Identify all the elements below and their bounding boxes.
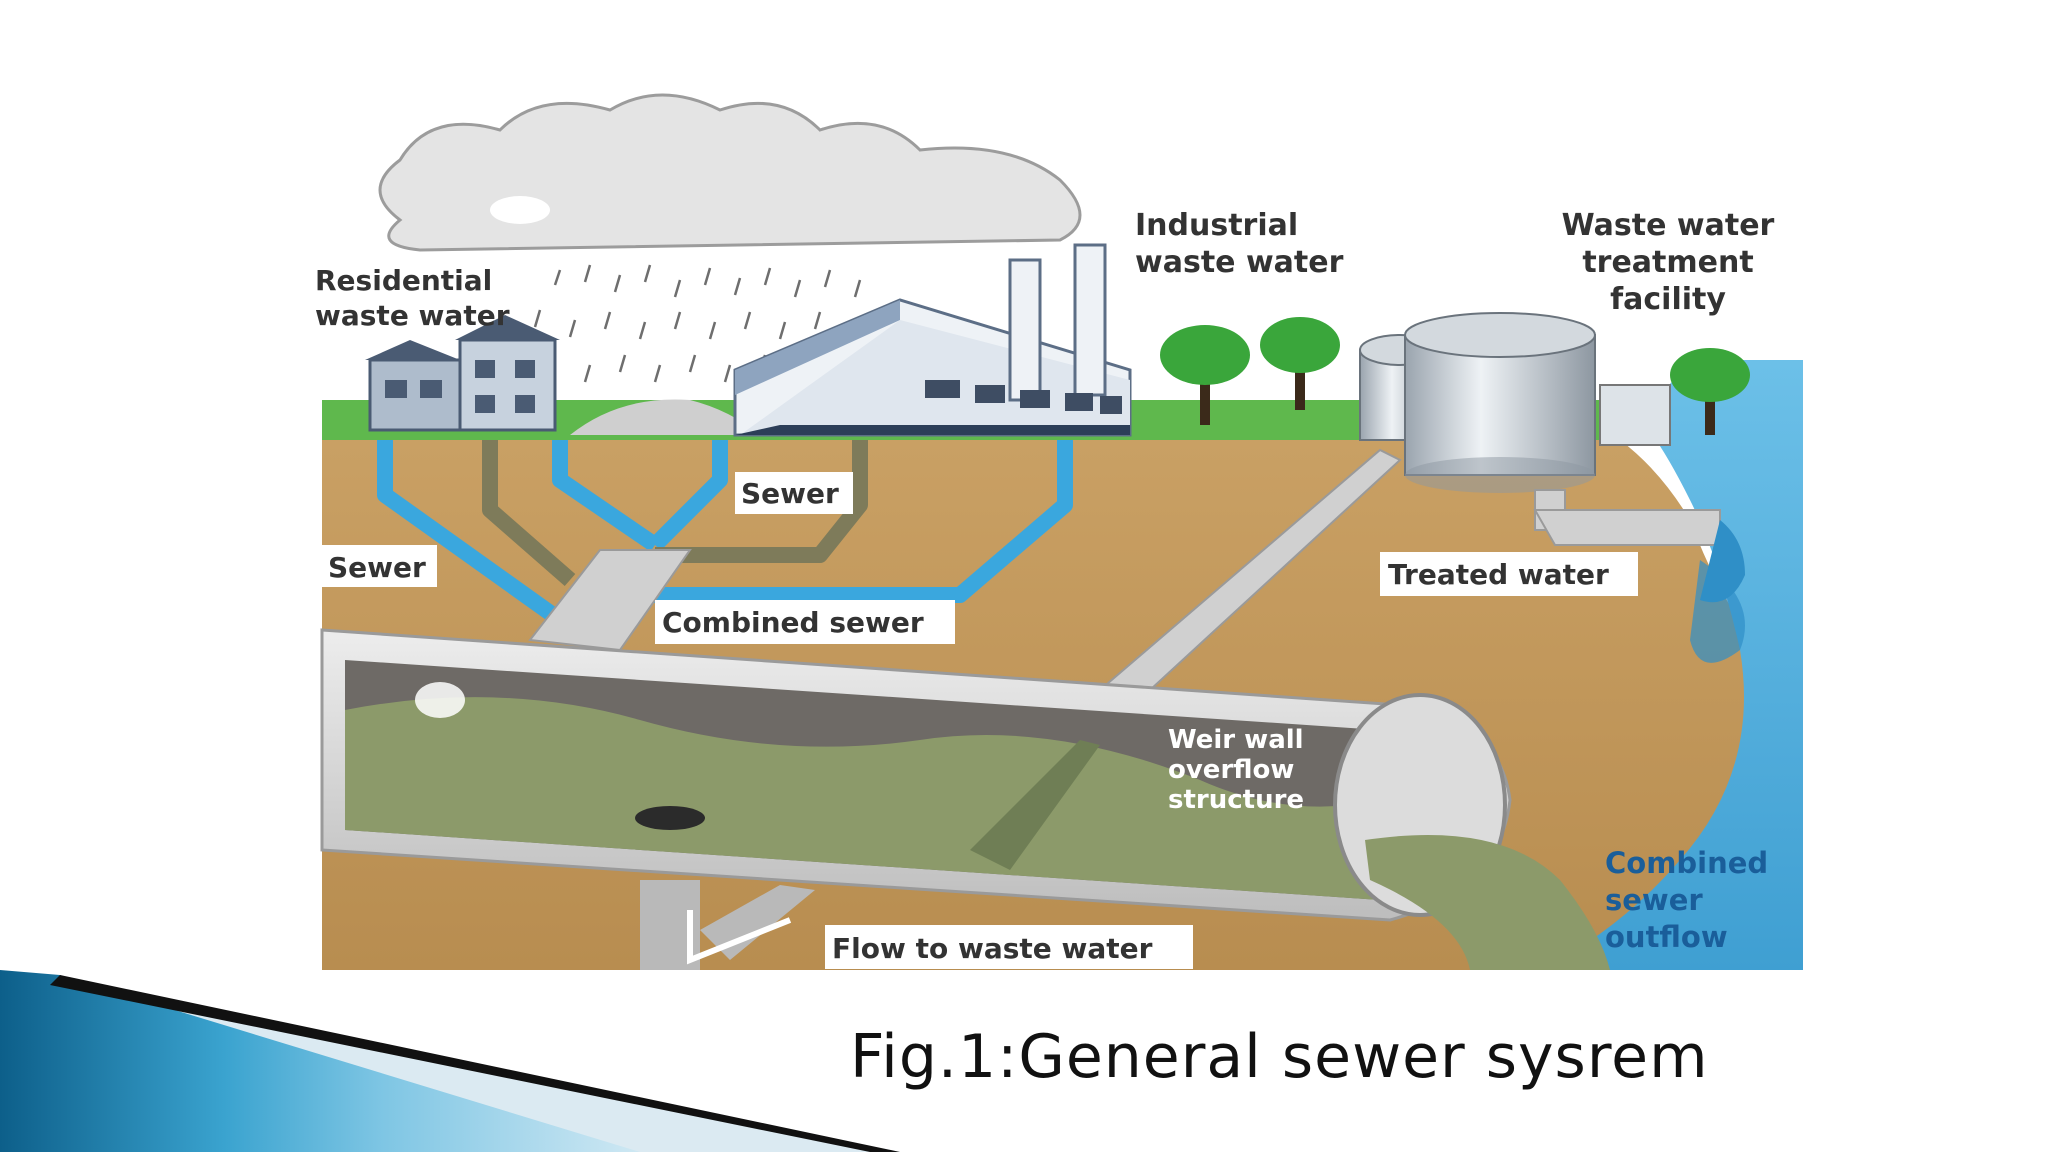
label-combined-sewer: Combined sewer: [662, 606, 924, 639]
label-residential: Residential: [315, 264, 492, 297]
factory: [733, 243, 1132, 437]
label-industrial-2: waste water: [1135, 245, 1344, 280]
connector-pipes: [528, 448, 1721, 691]
overflow-discharge: [1365, 835, 1610, 970]
trees: [1160, 317, 1750, 435]
label-weir: Weir wall: [1168, 725, 1304, 755]
label-flow-to-ww: Flow to waste water: [832, 932, 1153, 965]
label-sewer-mid: Sewer: [741, 477, 839, 510]
rain: [533, 264, 872, 383]
mound: [570, 399, 760, 435]
flow-pipe-down: [640, 880, 815, 970]
label-treatment-2: treatment: [1582, 245, 1753, 280]
label-treated-water: Treated water: [1388, 558, 1609, 591]
slide-corner-band: [0, 970, 900, 1152]
label-cso-2: sewer: [1605, 883, 1703, 917]
figure-caption: Fig.1:General sewer sysrem: [850, 1022, 1709, 1092]
label-treatment-3: facility: [1610, 282, 1726, 317]
house: [365, 315, 560, 432]
label-weir-2: overflow: [1168, 755, 1294, 785]
label-treatment: Waste water: [1562, 208, 1775, 243]
treatment-facility: [1359, 312, 1671, 493]
diagram-labels: Residential waste water Industrial waste…: [315, 208, 1775, 969]
label-industrial: Industrial: [1135, 208, 1298, 243]
label-cso-3: outflow: [1605, 920, 1728, 954]
label-residential-2: waste water: [315, 299, 510, 332]
label-weir-3: structure: [1168, 785, 1304, 815]
lateral-pipes: [377, 440, 1073, 627]
label-sewer-left: Sewer: [328, 551, 426, 584]
rain-cloud: [378, 93, 1082, 252]
label-cso: Combined: [1605, 846, 1768, 880]
treated-water-outfall: [1700, 520, 1745, 603]
